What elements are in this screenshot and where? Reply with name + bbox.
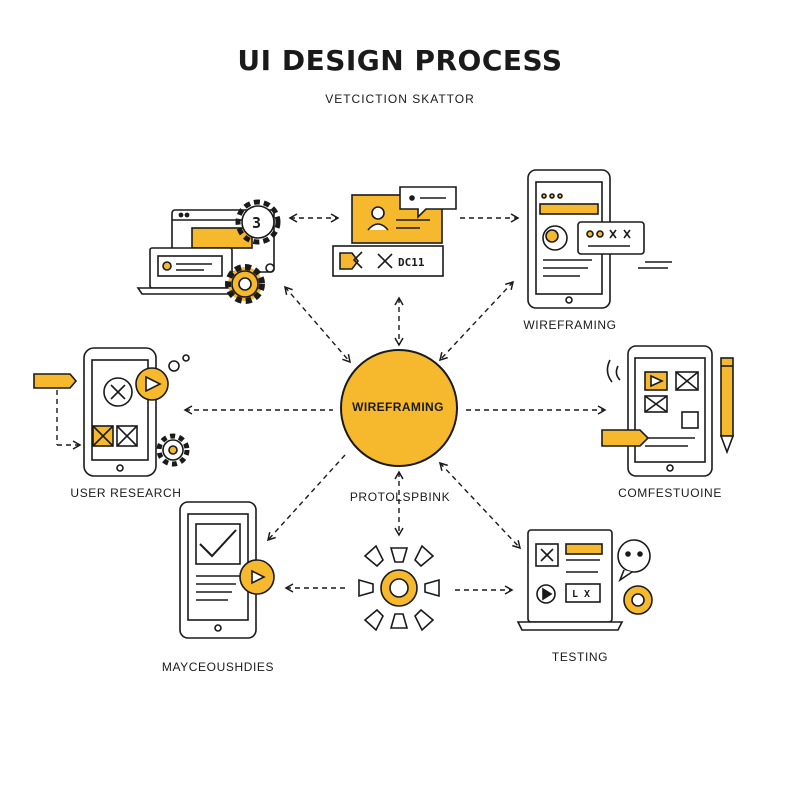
- chat-bubble-icon: [623, 585, 653, 615]
- user-avatar-icon: [371, 206, 385, 220]
- card-code-text: DC11: [398, 256, 425, 269]
- bottom-right-laptop: [516, 529, 653, 631]
- node-label-bottom-center: PROTOLSPBINK: [349, 490, 451, 504]
- hub-label: WIREFRAMING: [352, 400, 444, 414]
- top-right-tablet: [527, 169, 672, 309]
- chat-bubble-icon: [617, 539, 651, 583]
- arrow-hub-bottom-right: [438, 461, 522, 550]
- hub-node: [340, 349, 458, 467]
- right-tablet: [601, 345, 735, 477]
- node-label-right: COMFESTUOINE: [618, 486, 722, 500]
- tag-icon: [601, 429, 650, 447]
- diagram-title: UI DESIGN PROCESS: [237, 44, 563, 77]
- testing-card-text: L X: [572, 589, 590, 600]
- bottom-center-burst: [358, 544, 440, 632]
- node-label-bottom-left: MAYCEOUSHDIES: [161, 660, 275, 674]
- gear-icon: [235, 199, 281, 245]
- chat-bubble-icon: [399, 186, 457, 219]
- play-button-icon: [135, 367, 169, 401]
- diagram-subtitle: VETCICTION SKATTOR: [325, 92, 475, 106]
- tag-icon: [33, 373, 78, 389]
- gear-icon: [156, 433, 190, 467]
- arrow-hub-bottom-left: [266, 454, 346, 542]
- connectors: [56, 213, 607, 595]
- node-label-bottom-right: TESTING: [551, 650, 609, 664]
- arrow-hub-top-left: [284, 285, 351, 364]
- pencil-icon: [719, 357, 735, 455]
- play-button-icon: [239, 559, 275, 595]
- hub-circle: [340, 349, 458, 467]
- gear-icon: [225, 264, 265, 304]
- node-label-top-right: WIREFRAMING: [523, 318, 617, 332]
- gear-number: 3: [252, 214, 261, 232]
- arrow-hub-top-right: [438, 280, 515, 362]
- left-phone: [33, 347, 190, 477]
- node-label-left: USER RESEARCH: [70, 486, 182, 500]
- top-left-illustration: [136, 199, 281, 304]
- top-center-illustration: [332, 186, 457, 277]
- bottom-left-phone: [179, 501, 275, 639]
